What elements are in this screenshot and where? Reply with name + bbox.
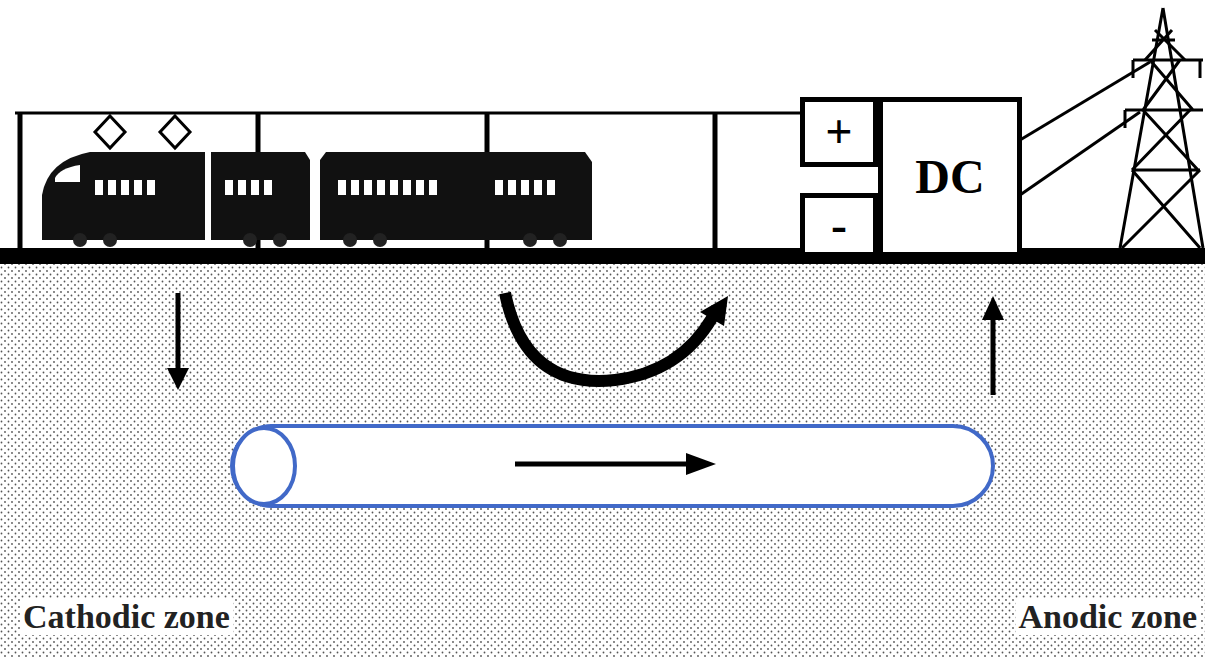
dc-substation: DC [878, 97, 1022, 257]
overhead-wire [15, 112, 802, 115]
train [42, 150, 592, 247]
catenary-poles [20, 113, 715, 250]
zone-label: Cathodic zone [20, 598, 233, 635]
terminal-label: DC [915, 153, 984, 201]
negative-terminal: - [800, 193, 878, 257]
current-arrows [167, 293, 1004, 395]
zone-label: Anodic zone [1016, 598, 1201, 635]
positive-terminal: + [800, 97, 878, 167]
pipe [232, 426, 993, 506]
rail [0, 248, 1205, 264]
terminal-label: + [825, 108, 852, 156]
soil [0, 262, 1205, 658]
transmission-tower [1120, 8, 1203, 248]
pantographs [95, 116, 190, 148]
supply-lines [1020, 62, 1150, 195]
terminal-label: - [831, 201, 847, 249]
